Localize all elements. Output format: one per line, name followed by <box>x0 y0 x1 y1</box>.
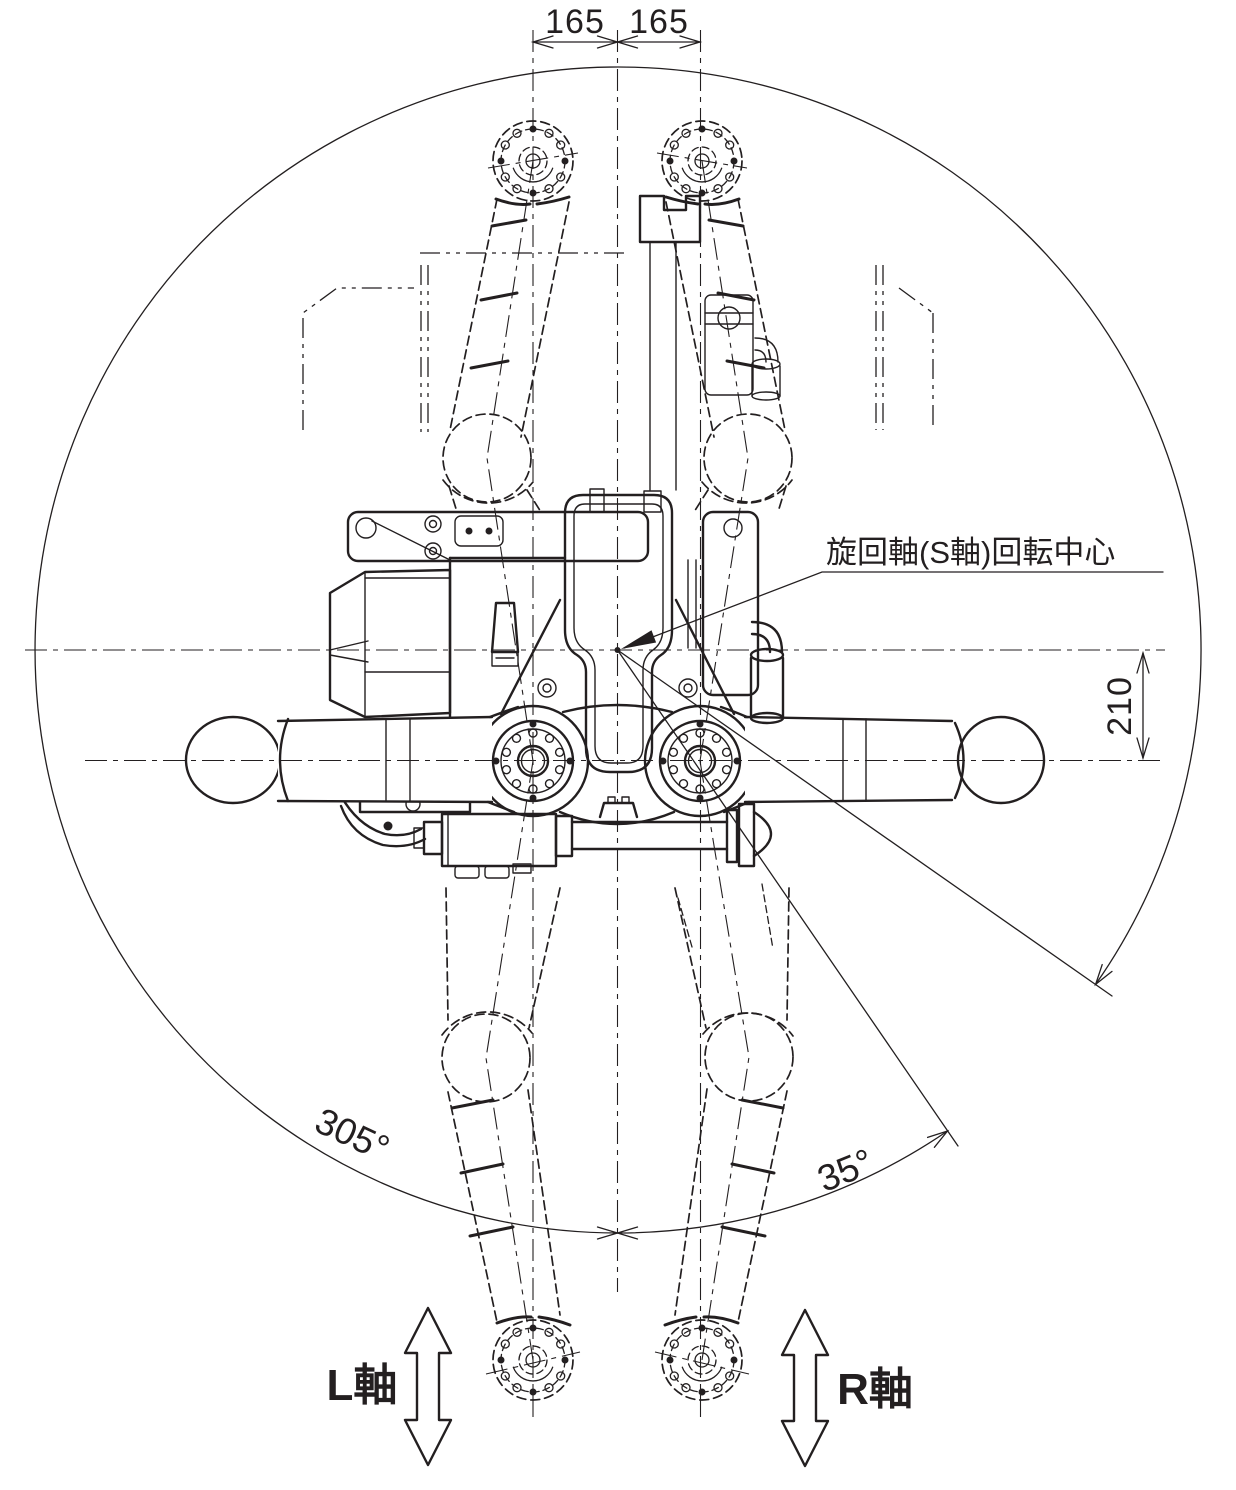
dim-210-value: 210 <box>1101 676 1139 736</box>
dimension-210: 210 <box>1101 650 1150 761</box>
l-axis-indicator: L軸 <box>327 1306 453 1467</box>
upper-right-bracket <box>638 194 781 491</box>
base-motor-assembly <box>339 794 772 879</box>
left-arm <box>184 705 520 814</box>
hidden-arm-poses <box>441 120 794 1401</box>
range-boundary-line-a <box>616 649 1113 997</box>
dimension-165-right: 165 <box>615 3 703 49</box>
dim-165-right-value: 165 <box>629 3 689 41</box>
phantom-outline <box>302 252 934 432</box>
arc-35 <box>616 1130 949 1234</box>
centerlines <box>25 30 1165 1420</box>
base-pipe-elbow <box>687 559 785 725</box>
r-axis-indicator: R軸 <box>780 1308 913 1468</box>
rotation-envelope <box>34 66 1202 1240</box>
angle-35-label: 35° <box>812 1141 879 1200</box>
s-axis-note: 旋回軸(S軸)回転中心 <box>826 535 1115 570</box>
center-cover <box>563 493 674 774</box>
arc-305 <box>34 66 1202 1234</box>
l-axis-label: L軸 <box>327 1361 398 1410</box>
range-boundary-line-b <box>616 649 959 1147</box>
arm-hatch-marks <box>450 195 785 1327</box>
r-axis-arrow <box>780 1308 830 1468</box>
robot-body <box>184 194 1046 879</box>
s-axis-leader: 旋回軸(S軸)回転中心 <box>621 535 1164 649</box>
left-motor-box <box>328 568 452 719</box>
r-axis-label: R軸 <box>837 1365 913 1414</box>
dim-165-left-value: 165 <box>545 3 605 41</box>
angle-305-label: 305° <box>309 1100 396 1170</box>
l-axis-arrow <box>403 1306 453 1467</box>
top-plate-right <box>701 510 760 697</box>
dimension-165-left: 165 <box>530 3 620 49</box>
s-axis-center-point <box>614 647 621 653</box>
top-plate-left <box>346 510 650 563</box>
